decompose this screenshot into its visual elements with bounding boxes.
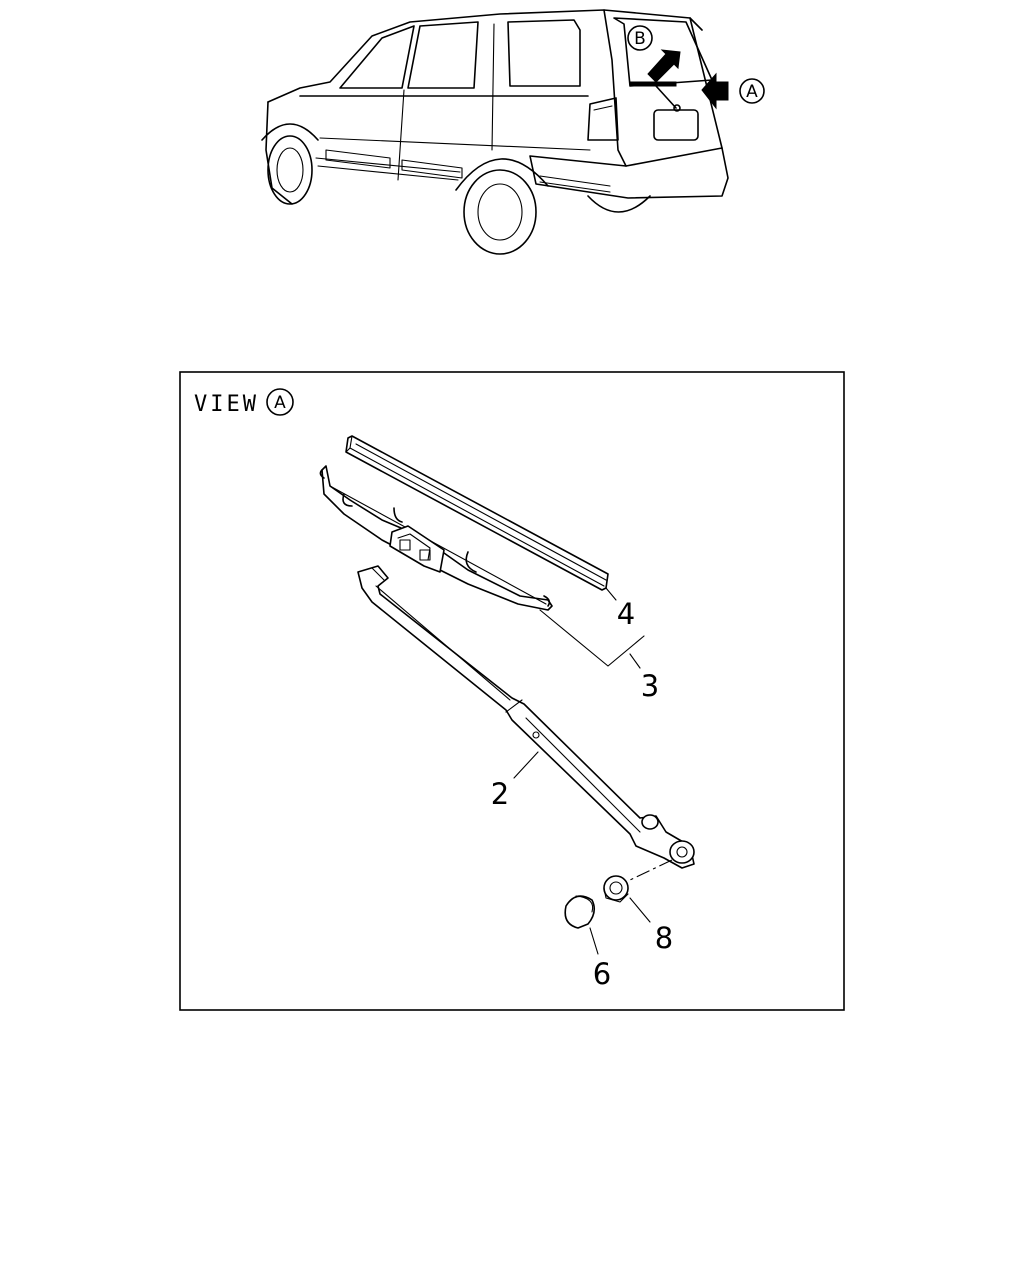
view-marker: A <box>274 393 286 413</box>
marker-b-label: B <box>634 29 646 49</box>
view-label: VIEW <box>194 392 259 417</box>
arrow-b-icon <box>647 49 681 83</box>
callout-3: 3 <box>641 669 659 703</box>
callout-2: 2 <box>491 777 509 811</box>
wiper-arm-part <box>357 565 695 869</box>
marker-a-label: A <box>746 82 758 102</box>
marker-a: A <box>739 78 765 104</box>
marker-b: B <box>627 25 653 51</box>
cap-part <box>564 895 596 929</box>
callout-6: 6 <box>593 957 611 991</box>
callout-4: 4 <box>617 597 635 631</box>
nut-part <box>603 875 629 903</box>
arrow-a-icon <box>701 72 729 110</box>
callout-8: 8 <box>655 921 673 955</box>
view-title: VIEW A <box>194 388 294 417</box>
vehicle-illustration: A B <box>261 9 765 255</box>
blade-rubber-part <box>345 435 609 591</box>
wiper-blade-part <box>319 465 553 611</box>
leader-lines <box>513 587 651 955</box>
view-frame <box>179 371 845 1011</box>
